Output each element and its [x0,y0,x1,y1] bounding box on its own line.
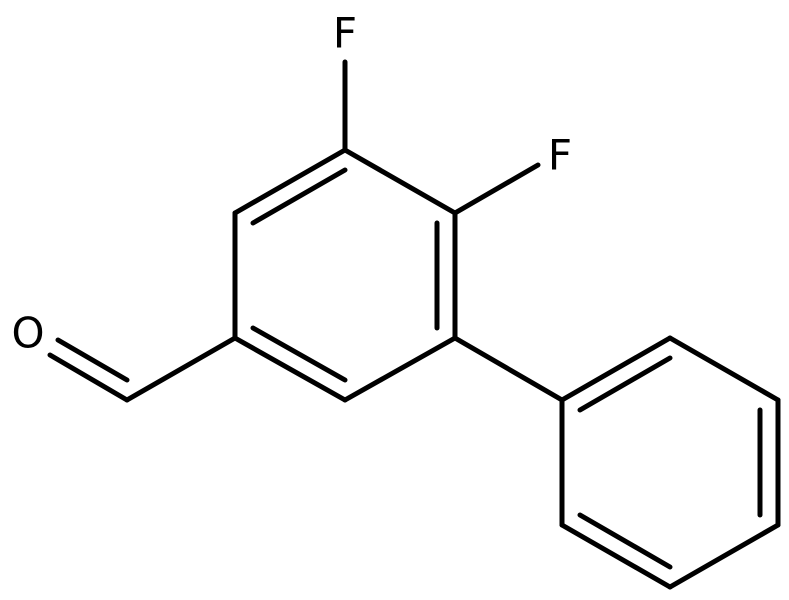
bond-c2-f2 [452,162,541,216]
bond-p1-p2 [559,335,673,403]
central-benzene-ring [232,147,458,403]
bond-p5-p6 [559,522,673,590]
bond-c5-cho [124,335,238,403]
bond-cho-o-inner [55,337,130,383]
atom-label-fluorine-2: F [548,131,572,180]
atom-label-fluorine-1: F [333,9,357,58]
bond-c3-c4 [342,335,458,403]
bond-c4-c5 [232,335,348,403]
bond-c3-phenyl [452,335,565,403]
bond-c1-c2 [342,147,458,216]
bond-p2-p3 [667,335,781,403]
atom-label-oxygen: O [11,309,44,358]
bond-c6-c1 [232,147,348,216]
bond-p5-p6-inner [577,512,673,570]
oxygen-text: O [11,309,44,358]
fluorine-1-text: F [333,9,357,58]
bond-c4-c5-inner [250,325,348,383]
bond-cho-o-outer [47,352,130,403]
bond-p4-p5 [667,522,781,590]
bond-c6-c1-inner [250,167,348,226]
phenyl-ring [559,335,781,590]
fluorine-2-text: F [548,131,572,180]
bond-p1-p2-inner [577,355,673,413]
